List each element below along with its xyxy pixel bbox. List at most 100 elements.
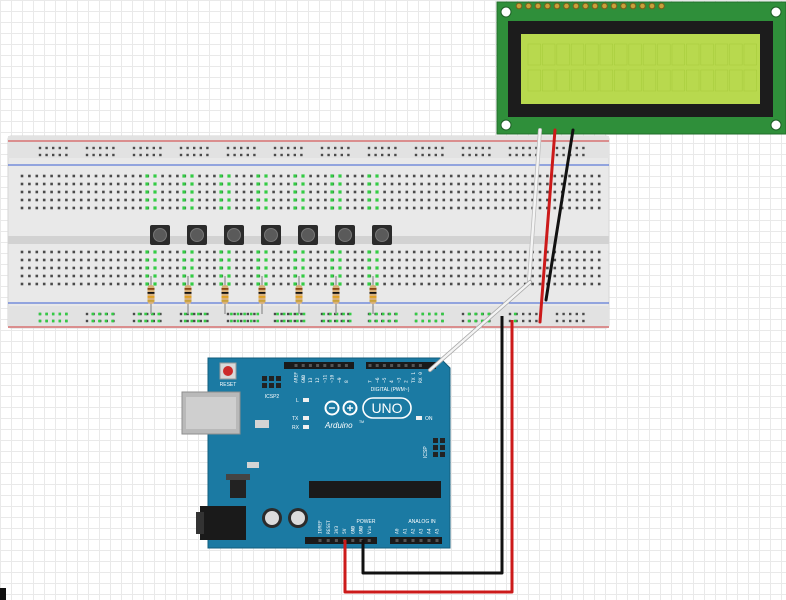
breadboard-hole [272, 198, 275, 202]
connected-hole [227, 258, 231, 262]
breadboard-hole [420, 190, 423, 194]
breadboard-hole [501, 282, 505, 286]
breadboard-hole [161, 250, 164, 254]
connected-hole [301, 258, 305, 262]
pushbutton-cap[interactable] [375, 228, 389, 242]
lcd-pin [553, 2, 561, 10]
pushbutton[interactable] [187, 225, 207, 245]
breadboard-top-rail [8, 136, 609, 158]
rail-hole [528, 153, 531, 157]
breadboard-hole [198, 250, 201, 254]
breadboard-hole [72, 182, 76, 186]
breadboard-hole [131, 274, 135, 278]
capacitor-2-top [291, 511, 305, 525]
breadboard-hole [42, 250, 46, 254]
breadboard-hole [501, 206, 505, 210]
pushbutton-cap[interactable] [227, 228, 241, 242]
breadboard-hole [87, 274, 90, 278]
reset-button-cap[interactable] [223, 366, 233, 376]
pushbutton-cap[interactable] [153, 228, 167, 242]
wire-white-lcd [527, 128, 542, 284]
pushbutton[interactable] [150, 225, 170, 245]
connected-hole [227, 182, 231, 186]
connected-hole [227, 282, 231, 286]
breadboard-hole [405, 258, 409, 262]
breadboard-hole [79, 282, 83, 286]
breadboard-hole [560, 182, 564, 186]
rail-hole [515, 319, 518, 323]
breadboard-hole [131, 250, 135, 254]
connected-rail-hole [329, 319, 332, 323]
breadboard-hole [213, 266, 216, 270]
breadboard-hole [383, 258, 386, 262]
wire-white-signal [428, 280, 532, 372]
breadboard-hole [494, 190, 497, 194]
breadboard-hole [501, 182, 505, 186]
rail-hole [246, 312, 249, 316]
digital-header-block-2 [366, 362, 436, 369]
breadboard-hole [309, 274, 312, 278]
breadboard-hole [346, 250, 349, 254]
digital-pin-label: 4 [389, 380, 395, 383]
breadboard-hole [531, 182, 534, 186]
connected-hole [153, 258, 157, 262]
connected-hole [182, 198, 186, 202]
pushbutton-cap[interactable] [190, 228, 204, 242]
pushbutton-cap[interactable] [338, 228, 352, 242]
breadboard-hole [553, 190, 557, 194]
breadboard-hole [575, 266, 579, 270]
breadboard-hole [87, 190, 90, 194]
connected-hole [227, 266, 231, 270]
breadboard-hole [486, 190, 490, 194]
rail-hole [381, 146, 384, 150]
connected-hole [190, 258, 194, 262]
breadboard-hole [242, 182, 246, 186]
pushbutton[interactable] [224, 225, 244, 245]
breadboard-hole [72, 174, 76, 178]
connected-hole [145, 174, 149, 178]
rail-hole [193, 146, 196, 150]
breadboard-hole [250, 190, 253, 194]
breadboard-hole [131, 174, 135, 178]
breadboard-hole [553, 198, 557, 202]
breadboard-hole [116, 198, 120, 202]
breadboard-hole [272, 190, 275, 194]
rail-hole [139, 146, 142, 150]
breadboard-hole [486, 274, 490, 278]
rail-hole [206, 153, 209, 157]
breadboard-hole [161, 282, 164, 286]
breadboard-hole [516, 182, 520, 186]
pushbutton-cap[interactable] [264, 228, 278, 242]
breadboard-hole [361, 190, 364, 194]
breadboard-hole [457, 206, 460, 210]
breadboard-hole [568, 266, 571, 270]
breadboard-hole [168, 182, 172, 186]
breadboard-hole [242, 274, 246, 278]
breadboard-hole [109, 258, 113, 262]
breadboard-hole [575, 274, 579, 278]
pushbutton[interactable] [335, 225, 355, 245]
breadboard-hole [72, 266, 76, 270]
resistor-band [147, 292, 155, 294]
breadboard-hole [353, 282, 357, 286]
pushbutton-cap[interactable] [301, 228, 315, 242]
connected-hole [264, 198, 268, 202]
breadboard-hole [531, 282, 534, 286]
lcd-pin [572, 2, 580, 10]
led-tx [303, 416, 309, 420]
digital-pin-label: ~5 [382, 377, 388, 383]
pushbutton[interactable] [298, 225, 318, 245]
breadboard-hole [50, 250, 53, 254]
connected-rail-hole [236, 312, 240, 316]
breadboard-hole [442, 250, 446, 254]
breadboard-hole [449, 206, 453, 210]
pushbutton[interactable] [261, 225, 281, 245]
pushbutton[interactable] [372, 225, 392, 245]
breadboard-hole [361, 274, 364, 278]
breadboard-hole [102, 274, 105, 278]
lcd-cell [628, 43, 642, 66]
rail-hole [179, 319, 183, 323]
icsp-pin [433, 438, 438, 443]
connected-rail-hole [51, 319, 55, 323]
connected-hole [190, 250, 194, 254]
